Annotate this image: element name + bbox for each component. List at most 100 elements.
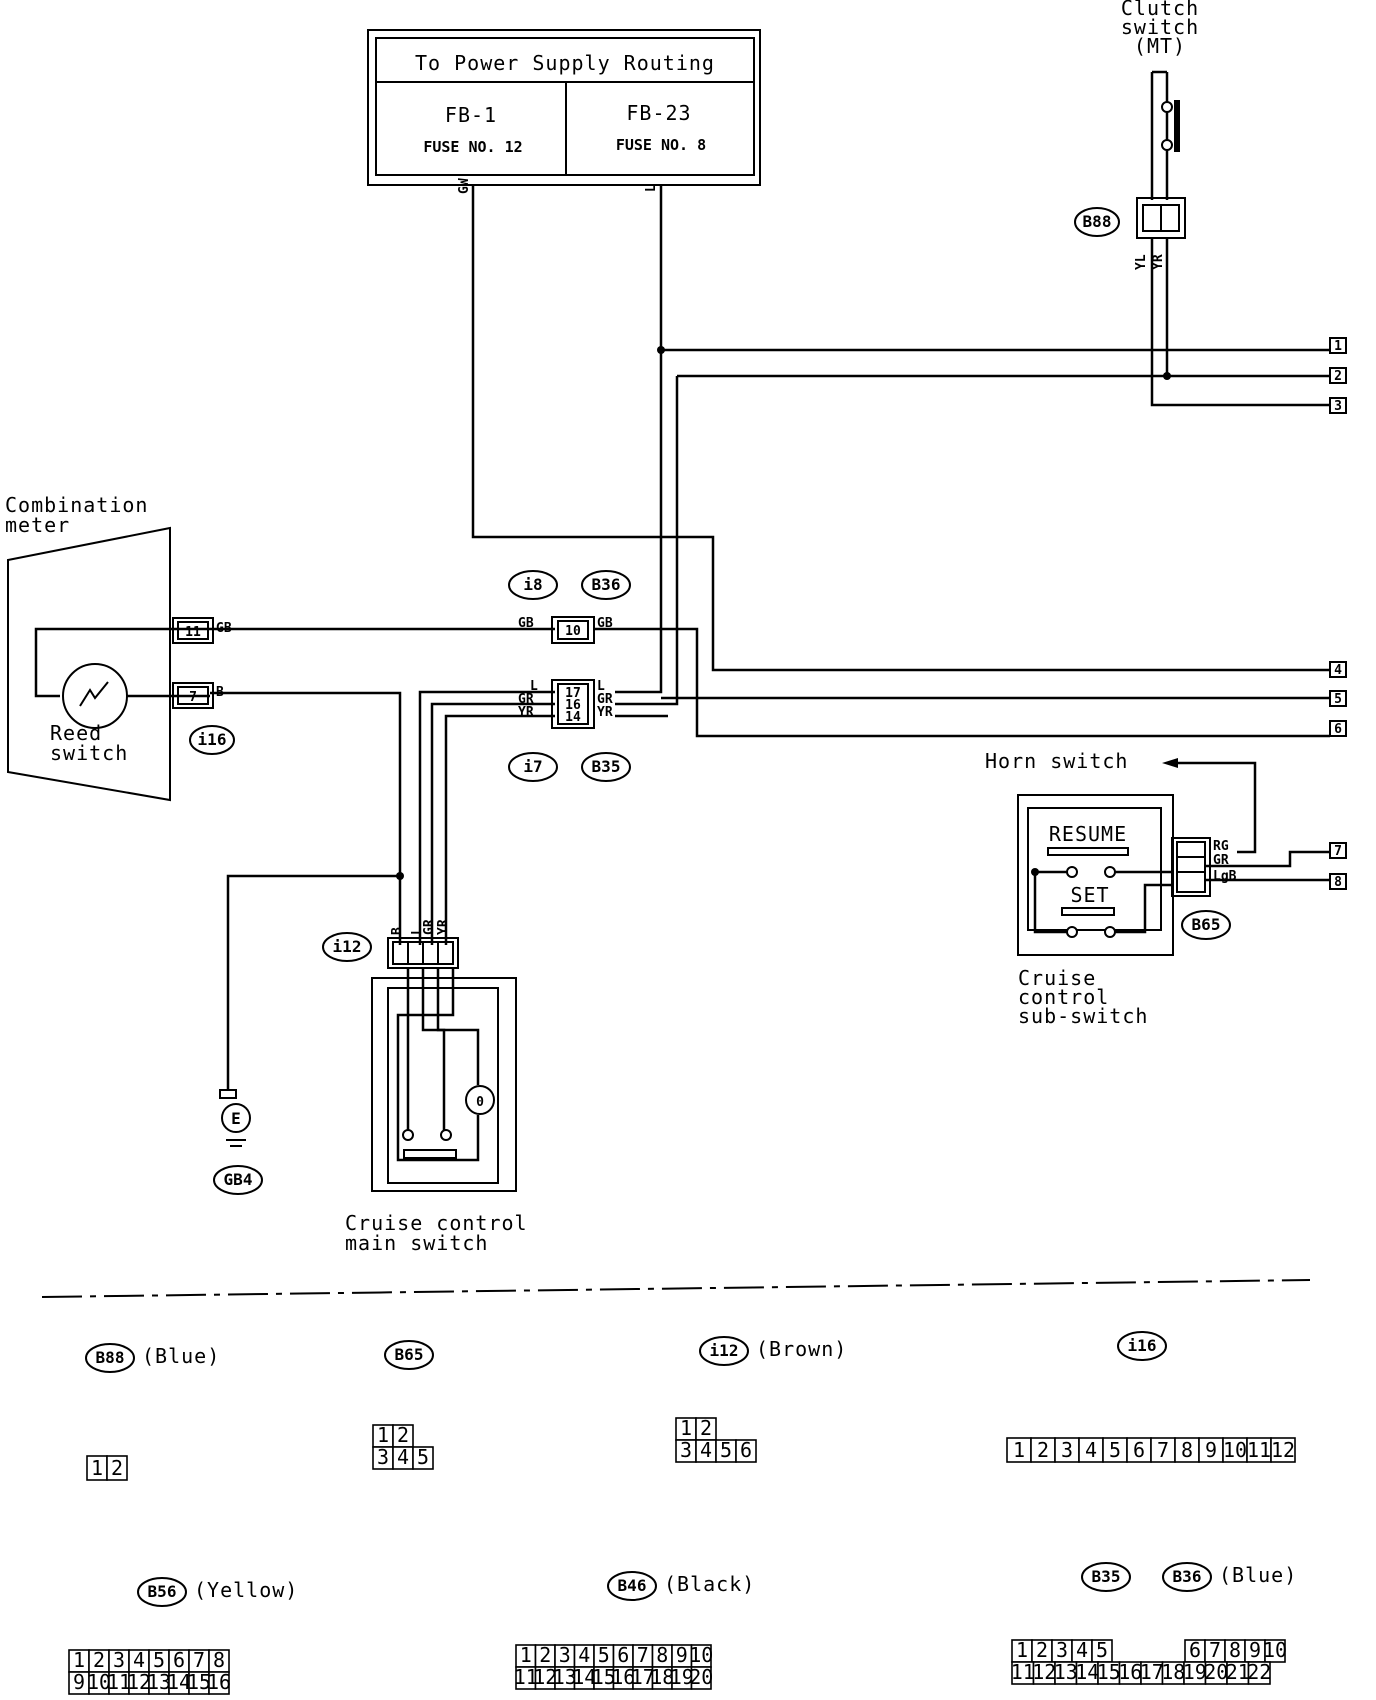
joint-wire-l-right: L: [597, 679, 605, 694]
svg-text:2: 2: [1036, 1638, 1048, 1662]
b46-pin-10: 10: [689, 1643, 713, 1668]
b35-pin-8: 8: [1224, 1638, 1246, 1663]
svg-text:1: 1: [520, 1643, 532, 1667]
b46-pin-4: 4: [573, 1643, 595, 1668]
svg-text:1: 1: [377, 1423, 389, 1447]
legend-b56-id: B56: [148, 1582, 177, 1601]
b56-pin-4: 4: [128, 1648, 150, 1673]
b35-pin-9: 9: [1244, 1638, 1266, 1663]
i16-pin-7: 7: [1150, 1437, 1176, 1463]
svg-text:2: 2: [93, 1648, 105, 1672]
svg-text:11: 11: [514, 1665, 538, 1689]
main-wire-l: L: [410, 927, 425, 935]
b35-pin-20: 20: [1204, 1660, 1228, 1685]
legend-i16-id: i16: [1128, 1336, 1157, 1355]
legend-b88-color: (Blue): [142, 1344, 220, 1368]
svg-text:5: 5: [1109, 1438, 1121, 1462]
output-8: 8: [1334, 875, 1342, 890]
b56-pin-11: 11: [107, 1670, 131, 1695]
b35-pin-16: 16: [1118, 1660, 1142, 1685]
b35-pin-2: 2: [1031, 1638, 1053, 1663]
svg-text:4: 4: [700, 1438, 712, 1462]
joint-pin-17: 17: [565, 686, 581, 701]
b46-pin-16: 16: [611, 1665, 635, 1690]
svg-text:3: 3: [1061, 1438, 1073, 1462]
sub-wire-gr: GR: [1213, 853, 1229, 868]
b46-pin-12: 12: [533, 1665, 557, 1690]
output-4: 4: [1334, 663, 1342, 678]
svg-text:15: 15: [187, 1670, 211, 1694]
b35-pin-7: 7: [1204, 1638, 1226, 1663]
i12-pin-2: 2: [695, 1416, 717, 1441]
b35-pin-3: 3: [1051, 1638, 1073, 1663]
b65-pin-5: 5: [412, 1445, 434, 1470]
joint-connectors: i8 B36 10 GB GB 17 16 14 L GR YR L GR YR…: [508, 570, 631, 782]
wire-l-label: L: [644, 184, 659, 192]
fb-23-label: FB-23: [626, 101, 691, 125]
svg-text:1: 1: [1016, 1638, 1028, 1662]
svg-text:12: 12: [1271, 1438, 1295, 1462]
b88-pin-1: 1: [86, 1455, 108, 1481]
svg-text:1: 1: [91, 1456, 103, 1480]
svg-text:3: 3: [113, 1648, 125, 1672]
svg-text:5: 5: [598, 1643, 610, 1667]
b88-connector-label: B88: [1083, 212, 1112, 231]
meter-pin-7: 7: [189, 690, 197, 705]
svg-text:4: 4: [1085, 1438, 1097, 1462]
b65-pin-1: 1: [372, 1423, 394, 1448]
joint-wire-gr-right: GR: [597, 692, 613, 707]
power-supply-box: To Power Supply Routing FB-1 FUSE NO. 12…: [367, 29, 761, 194]
svg-text:13: 13: [147, 1670, 171, 1694]
b56-pin-10: 10: [87, 1670, 111, 1695]
b56-pin-2: 2: [88, 1648, 110, 1673]
output-5: 5: [1334, 692, 1342, 707]
svg-text:8: 8: [1229, 1638, 1241, 1662]
legend-b36-color: (Blue): [1219, 1563, 1297, 1587]
i16-pin-10: 10: [1222, 1437, 1248, 1463]
svg-text:14: 14: [572, 1665, 596, 1689]
svg-text:4: 4: [578, 1643, 590, 1667]
b46-pin-18: 18: [650, 1665, 674, 1690]
svg-text:3: 3: [559, 1643, 571, 1667]
svg-text:7: 7: [637, 1643, 649, 1667]
legend-i12-color: (Brown): [756, 1337, 847, 1361]
meter-wire-b: B: [216, 685, 224, 700]
svg-text:5: 5: [1096, 1638, 1108, 1662]
i16-connector-label: i16: [198, 730, 227, 749]
output-3: 3: [1334, 399, 1342, 414]
i16-pin-9: 9: [1198, 1437, 1224, 1463]
svg-text:2: 2: [397, 1423, 409, 1447]
output-2: 2: [1334, 369, 1342, 384]
clutch-label-1: Clutch: [1121, 0, 1199, 20]
legend-b65-id: B65: [395, 1345, 424, 1364]
i16-pin-12: 12: [1270, 1437, 1296, 1463]
svg-text:6: 6: [617, 1643, 629, 1667]
svg-text:15: 15: [1097, 1660, 1121, 1684]
svg-text:14: 14: [1075, 1660, 1099, 1684]
svg-text:4: 4: [397, 1445, 409, 1469]
svg-text:11: 11: [1247, 1438, 1271, 1462]
joint-wire-l-left: L: [530, 679, 538, 694]
cruise-sub-switch: Horn switch RESUME SET RG GR LgB B65 Cru…: [985, 749, 1330, 1028]
svg-text:3: 3: [377, 1445, 389, 1469]
clutch-label-2: switch: [1121, 15, 1199, 39]
b56-pin-14: 14: [167, 1670, 191, 1695]
fuse-8-label: FUSE NO. 8: [616, 136, 706, 154]
legend-i12-id: i12: [710, 1341, 739, 1360]
meter-label-1: Combination: [5, 493, 148, 517]
svg-text:19: 19: [670, 1665, 694, 1689]
b46-pin-2: 2: [534, 1643, 556, 1668]
svg-text:3: 3: [1056, 1638, 1068, 1662]
main-wire-b: B: [390, 927, 405, 935]
svg-text:12: 12: [533, 1665, 557, 1689]
b35-pin-1: 1: [1011, 1638, 1033, 1663]
svg-text:1: 1: [73, 1648, 85, 1672]
b35-pin-10: 10: [1263, 1638, 1287, 1663]
joint-pin-16: 16: [565, 698, 581, 713]
clutch-wire-yr: YR: [1151, 254, 1166, 270]
joint-pin-14: 14: [565, 710, 581, 725]
svg-text:8: 8: [1181, 1438, 1193, 1462]
legend-b46-id: B46: [618, 1576, 647, 1595]
svg-text:8: 8: [213, 1648, 225, 1672]
